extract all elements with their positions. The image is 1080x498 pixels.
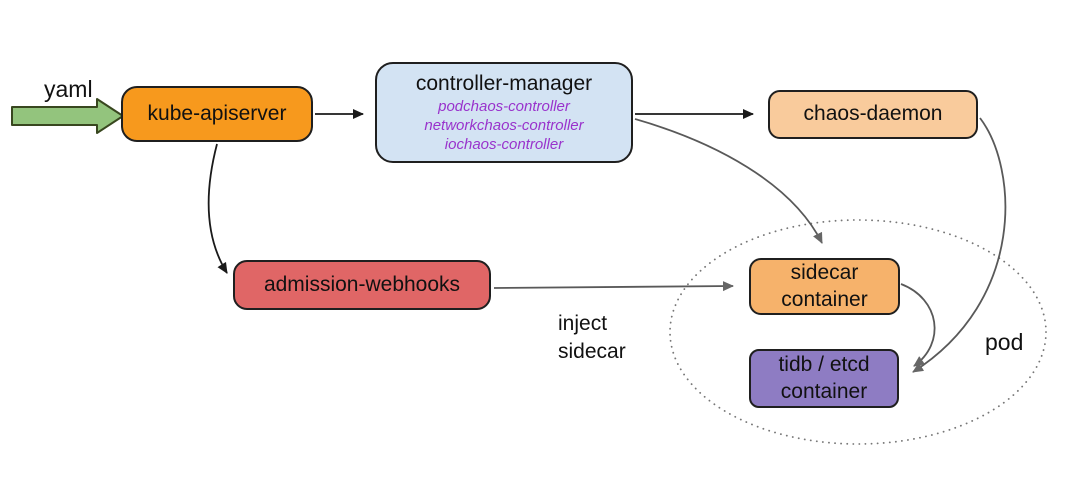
node-tidb-etcd-container-label-line1: tidb / etcd — [778, 353, 870, 377]
node-tidb-etcd-container: tidb / etcd container — [749, 349, 899, 408]
inject-sidecar-label: inject sidecar — [558, 310, 626, 366]
pod-group-ellipse — [669, 219, 1047, 445]
edge-controller-to-sidecar — [634, 118, 823, 244]
node-sidecar-container-label-line2: container — [781, 287, 868, 311]
node-tidb-etcd-container-label-line2: container — [780, 379, 868, 403]
inject-sidecar-label-line1: inject — [558, 312, 608, 335]
node-chaos-daemon: chaos-daemon — [768, 90, 978, 139]
node-admission-webhooks: admission-webhooks — [233, 260, 491, 310]
controller-item-networkchaos: networkchaos-controller — [424, 116, 584, 134]
edge-admission-to-sidecar — [493, 281, 734, 292]
edge-chaosdaemon-to-tidb — [912, 117, 1007, 373]
controller-item-iochaos: iochaos-controller — [444, 135, 564, 153]
pod-label: pod — [985, 329, 1024, 355]
node-kube-apiserver: kube-apiserver — [121, 86, 313, 142]
node-sidecar-container-label-line1: sidecar — [790, 261, 859, 285]
node-sidecar-container: sidecar container — [749, 258, 900, 315]
node-admission-webhooks-label: admission-webhooks — [263, 272, 461, 296]
yaml-input-arrow — [11, 98, 124, 134]
controller-list: podchaos-controller networkchaos-control… — [424, 98, 583, 155]
yaml-label: yaml — [44, 76, 93, 102]
node-controller-manager: controller-manager podchaos-controller n… — [375, 62, 633, 163]
controller-item-podchaos: podchaos-controller — [438, 97, 570, 115]
node-chaos-daemon-label: chaos-daemon — [803, 102, 943, 126]
node-controller-manager-label: controller-manager — [415, 71, 593, 95]
inject-sidecar-label-line2: sidecar — [558, 339, 626, 363]
edge-kube-to-admission — [207, 143, 228, 274]
node-kube-apiserver-label: kube-apiserver — [147, 101, 287, 125]
edge-sidecar-to-tidb — [900, 283, 936, 367]
